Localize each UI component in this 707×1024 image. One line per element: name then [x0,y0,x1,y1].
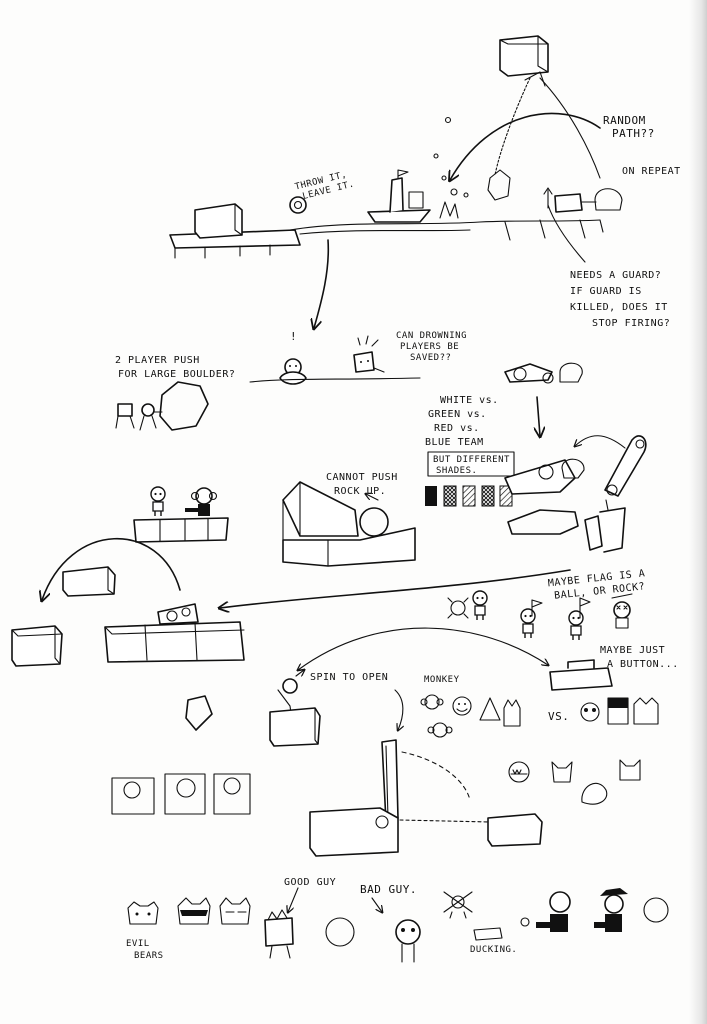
small-flag-1 [531,599,543,617]
team-silhouettes [425,485,513,507]
gunner-pirate [594,888,628,932]
arc-arrow-vehicle [575,435,626,449]
face-cat-2 [619,759,641,781]
water-line [249,377,421,383]
face-triangle [479,697,501,721]
exclaim-mark: ! [290,330,297,343]
arrow-down-dock [314,239,330,328]
button-block [549,659,613,691]
shadow-gunner [643,897,669,923]
note-on-repeat: ON REPEAT [622,166,681,177]
label-vs: VS. [548,710,569,723]
drowning-player-1 [279,358,307,385]
face-cat [551,761,573,783]
arrow-cannot-push [366,494,379,501]
note-maybe-button: MAYBE JUST A BUTTON... [600,645,679,670]
label-bad-guy: BAD GUY. [360,883,417,896]
face-smile [452,696,472,716]
left-block [11,625,63,667]
label-good-guy: GOOD GUY [284,877,336,888]
face-chomper [508,761,530,783]
note-two-player-push: 2 PLAYER PUSH FOR LARGE BOULDER? [115,355,235,380]
kid-ball [472,590,488,621]
falling-rock [487,169,511,201]
life-ring [289,196,307,214]
scribble-shape [185,695,213,731]
note-throw-it: THROW IT, LEAVE IT. [294,168,357,203]
arrow-vehicle [537,396,540,436]
boat [367,169,431,223]
double-arrow [298,627,548,670]
broken-vehicle [507,509,579,535]
arrow-guard [547,204,586,263]
face-bear-head [633,697,659,725]
post-block [584,507,626,553]
note-can-drowning: CAN DROWNING PLAYERS BE SAVED?? [396,331,473,363]
random-path-lines [494,71,601,179]
ball-and-kid [447,597,469,619]
note-needs-guard: NEEDS A GUARD? IF GUARD IS KILLED, DOES … [570,270,674,329]
ceiling-block [499,35,549,77]
long-arrow-left [220,569,571,608]
bad-guy [395,919,421,963]
pushers [115,403,163,431]
shadow-characters [111,773,251,815]
face-skull [580,702,600,722]
shades-box [427,451,515,477]
note-different-shades: BUT DIFFERENT SHADES. [433,455,516,476]
floating-block [62,566,116,597]
ramp [282,481,416,567]
kid-flag-2 [568,610,584,641]
note-monkey: MONKEY [424,675,460,685]
arrow-spin [394,689,403,730]
face-spiky [503,699,521,727]
bear-face-1 [127,901,159,925]
lever-block [269,707,321,747]
cannon-right [543,187,623,213]
drowning-player-2 [353,335,385,373]
kid-left [150,486,166,517]
arc-arrow-left [42,537,181,600]
door-mechanism [309,739,491,857]
rock-ramp [359,507,389,537]
arrow-good-guy [288,887,299,912]
note-spin-to-open: SPIN TO OPEN [310,672,388,683]
ducking-figure [473,917,530,941]
arrow-bad-guy [371,897,382,912]
vehicle-mid [504,458,585,495]
skull-crossbones [443,891,473,919]
splash [439,201,459,219]
hook-tool [604,435,647,497]
block-row [104,621,245,663]
large-boulder [159,381,209,431]
arc-arrow-top [450,112,601,180]
dock [169,203,604,259]
right-door-block [487,813,543,847]
face-swirl [581,782,608,805]
note-cannot-push: CANNOT PUSH ROCK UP. [326,472,404,497]
shadow-guy [325,917,355,947]
good-guy [264,909,294,959]
note-team-colors: WHITE vs. GREEN vs. RED vs. BLUE TEAM [425,395,505,448]
cannon-on-blocks [157,603,199,625]
page-edge-shadow [689,0,707,1024]
vehicle-top [504,362,583,384]
face-monkey-top [420,694,444,710]
bubbles [433,116,469,198]
kid-flag-1 [520,608,536,639]
bear-face-2 [177,897,211,925]
monkey-gunner [185,487,218,516]
label-ducking: DUCKING. [470,945,517,955]
face-monkey-bottom [427,722,453,738]
small-flag-2 [579,597,591,619]
dead-kid [611,593,633,629]
gunner-bald [536,891,571,932]
note-random-path: RANDOM PATH?? [603,114,655,140]
label-evil-bears: EVIL BEARS [126,939,164,961]
note-maybe-flag: MAYBE FLAG IS A BALL, OR ROCK? [547,568,653,603]
kid-platform [133,517,229,543]
bear-face-3 [219,897,251,925]
face-box-head [607,697,629,725]
